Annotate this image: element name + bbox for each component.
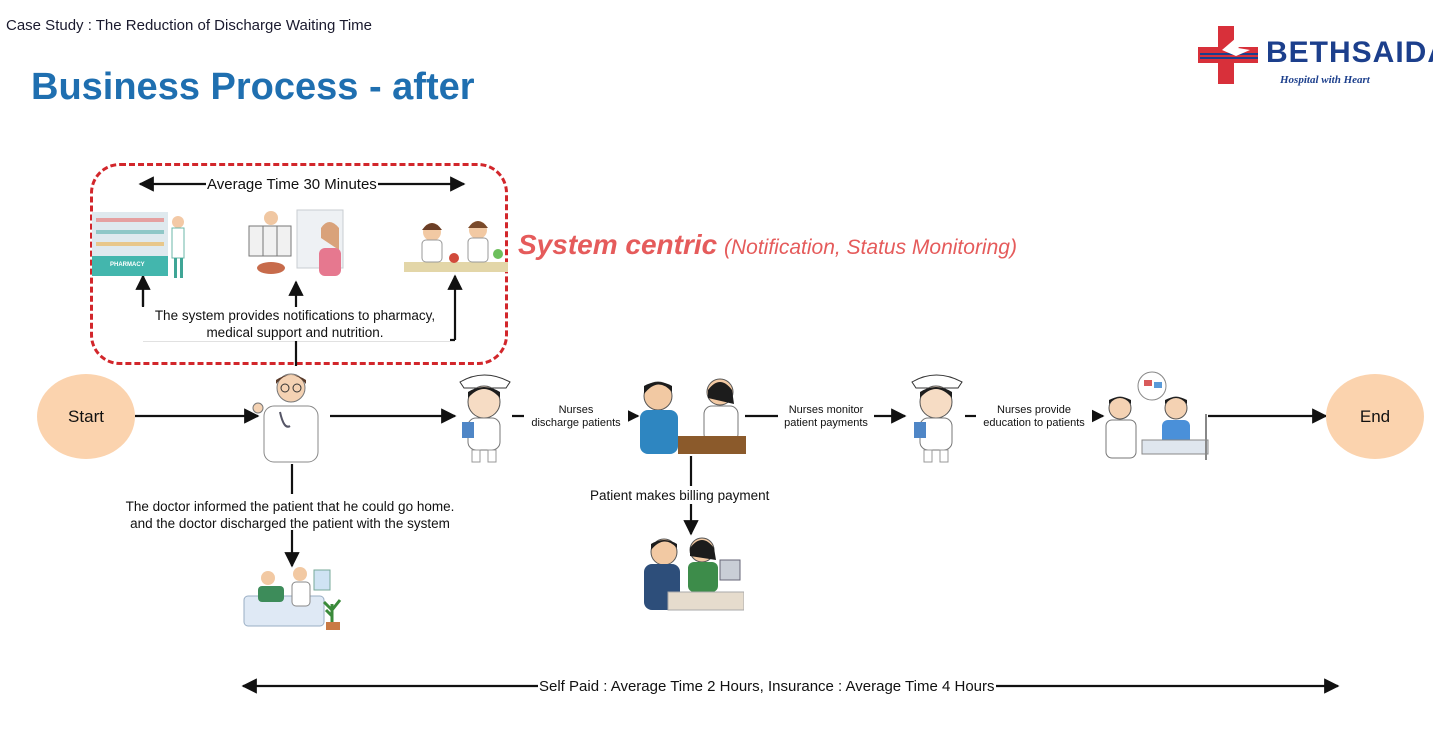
nurse-illustration-1 [459,374,511,463]
case-study-caption: Case Study : The Reduction of Discharge … [6,17,373,34]
nurses-educate-line-1: Nurses provide [997,404,1071,416]
nurses-monitor-line-1: Nurses monitor [788,404,864,416]
doctor-illustration [252,373,319,463]
doctor-text-line-2: and the doctor discharged the patient wi… [130,516,450,531]
end-node: End [1326,374,1424,459]
billing-cashier-illustration [644,537,744,611]
nurses-discharge-line-1: Nurses [558,404,594,416]
start-node: Start [37,374,135,459]
doctor-discharge-description: The doctor informed the patient that he … [100,498,480,532]
page-title: Business Process - after [31,66,475,108]
nurses-discharge-label: Nurses discharge patients [524,404,628,430]
nurses-monitor-label: Nurses monitor patient payments [778,404,874,430]
pharmacy-sign: PHARMACY [110,262,145,268]
system-centric-detail: (Notification, Status Monitoring) [724,236,1017,259]
end-label: End [1359,406,1391,426]
average-time-30-label: Average Time 30 Minutes [206,176,378,193]
doctor-text-line-1: The doctor informed the patient that he … [125,499,455,514]
doctor-patient-bed-illustration [243,567,342,630]
start-label: Start [68,406,104,426]
billing-payment-label: Patient makes billing payment [590,488,770,503]
nutrition-illustration [404,221,508,272]
nurses-educate-line-2: education to patients [983,417,1085,429]
system-centric-label: System centric [518,229,718,260]
nurse-illustration-2 [911,374,963,463]
bethsaida-logo [1198,26,1258,84]
nurses-monitor-line-2: patient payments [784,417,868,429]
logo-wordmark: BETHSAIDA [1266,36,1433,69]
total-time-label: Self Paid : Average Time 2 Hours, Insura… [538,678,996,695]
nurses-discharge-line-2: discharge patients [531,417,621,429]
logo-tagline: Hospital with Heart [1280,74,1370,86]
medical-support-illustration [248,209,344,276]
pharmacy-illustration: PHARMACY [92,212,185,278]
notification-description: The system provides notifications to pha… [140,307,450,341]
discharge-consultation-illustration [640,378,746,454]
nurses-educate-label: Nurses provide education to patients [976,404,1092,430]
patient-education-illustration [1105,371,1209,460]
